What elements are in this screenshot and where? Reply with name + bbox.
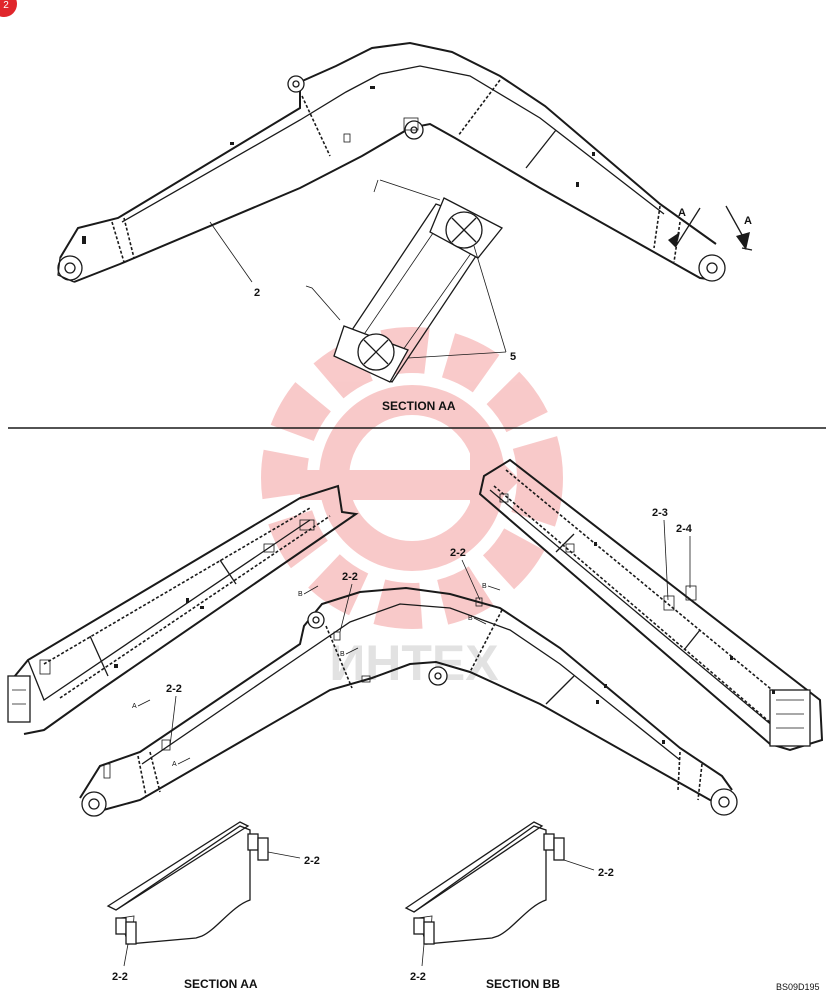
section-marker-left: A [678,207,686,219]
bottom-callouts: 2-2 2-2 2-2 2-3 2-4 A A B B B B [132,507,693,768]
top-section-title: SECTION AA [382,399,456,413]
arrow-label-a1: A [132,703,137,710]
arrow-label-b2: B [340,651,345,658]
callout-2-3: 2-3 [652,507,668,519]
arrow-label-b4: B [468,615,473,622]
section-bb-label-top: 2-2 [598,867,614,879]
callout-boom-label: 2 [254,287,260,299]
main-boom-bottom-view [79,586,738,817]
watermark-logo [261,327,563,629]
drawing-code: BS09D195 [776,982,820,992]
callout-2-2-b: 2-2 [450,547,466,559]
section-aa-label-bottom: 2-2 [112,971,128,983]
callout-2-4: 2-4 [676,523,693,535]
section-marker-right: A [744,215,752,227]
arrow-label-b1: B [298,591,303,598]
arrow-label-b3: B [482,583,487,590]
section-bb-label-bottom: 2-2 [410,971,426,983]
left-boom-part [7,484,359,735]
arrow-label-a2: A [172,761,177,768]
top-section-aa-view: 5 SECTION AA [305,179,516,413]
section-aa-label-top: 2-2 [304,855,320,867]
boom-top-view: 2 A A [57,41,753,299]
bottom-section-aa-view: 2-2 2-2 SECTION AA [106,821,320,991]
callout-2-2-c: 2-2 [166,683,182,695]
callout-cover-label: 5 [510,351,516,363]
page-badge: 2 [0,0,17,17]
right-boom-part [478,458,824,752]
bottom-section-bb-view: 2-2 2-2 SECTION BB [404,821,614,991]
section-aa-title: SECTION AA [184,977,258,991]
section-bb-title: SECTION BB [486,977,560,991]
svg-text:2: 2 [3,0,9,11]
callout-2-2-a: 2-2 [342,571,358,583]
